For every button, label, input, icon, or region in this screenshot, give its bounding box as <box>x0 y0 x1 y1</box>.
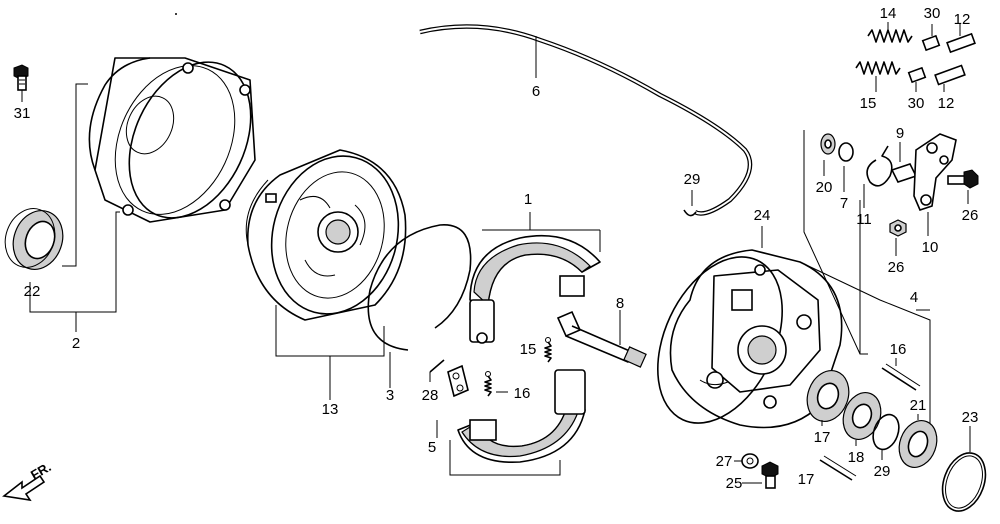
callout-29-upper: 30 <box>924 5 941 22</box>
callout-20: 22 <box>24 283 41 300</box>
leader-1 <box>482 212 601 252</box>
callout-21: 23 <box>962 409 979 426</box>
leader-5 <box>436 420 561 476</box>
bolt-31 <box>13 64 29 102</box>
front-direction-label: FR. <box>28 459 54 482</box>
oil-seal-20 <box>4 208 64 270</box>
plate-5 <box>447 364 469 398</box>
stud-16-lower <box>819 455 857 481</box>
callout-1: 1 <box>524 191 532 208</box>
callout-31: 31 <box>14 105 31 122</box>
cam-shaft-8 <box>556 310 647 368</box>
pin-29-upper <box>921 24 941 52</box>
pin-26 <box>429 359 445 382</box>
washer-25 <box>741 453 759 469</box>
brake-arm-10 <box>913 133 957 236</box>
callout-8: 8 <box>616 295 624 312</box>
callout-11: 11 <box>856 211 872 228</box>
spring-13-lower <box>855 61 901 92</box>
snap-ring-3 <box>367 224 472 388</box>
leader-14 <box>275 305 385 400</box>
callout-25: 27 <box>716 453 733 470</box>
brake-panel-22 <box>657 249 843 429</box>
callout-30: 26 <box>962 207 979 224</box>
spring-15-upper <box>544 337 552 363</box>
callout-2: 2 <box>72 335 80 352</box>
tube-6 <box>419 24 753 216</box>
callout-15-upper: 15 <box>520 341 537 358</box>
seal-19 <box>898 414 938 468</box>
callout-15-lower: 16 <box>514 385 531 402</box>
pin-29-lower <box>907 66 927 92</box>
spring-11 <box>866 145 893 187</box>
leader-22-4 <box>761 226 931 430</box>
washer-18 <box>820 133 836 155</box>
callout-17-a: 17 <box>814 429 831 446</box>
callout-27: 29 <box>874 463 891 480</box>
brake-shoe-lower-5 <box>457 369 586 464</box>
spring-15-lower <box>484 371 492 397</box>
callout-13-lower: 15 <box>860 95 877 112</box>
callout-26: 28 <box>422 387 439 404</box>
circlip-27 <box>872 413 900 460</box>
callout-13-upper: 14 <box>880 5 897 22</box>
spring-13-upper <box>867 22 913 43</box>
callout-4: 4 <box>910 289 918 306</box>
nut-24 <box>889 219 907 256</box>
callout-12-lower: 12 <box>938 95 955 112</box>
callout-19: 21 <box>910 397 927 414</box>
callout-16-upper: 16 <box>890 341 907 358</box>
leader-arm-group <box>803 130 868 355</box>
callout-28: 29 <box>684 171 701 188</box>
front-direction-arrow: FR. <box>2 459 54 502</box>
callout-17-b: 18 <box>848 449 865 466</box>
pin-12-lower <box>934 64 966 92</box>
stud-16-upper <box>881 358 921 391</box>
callout-10: 10 <box>922 239 939 256</box>
callout-9: 9 <box>896 125 904 142</box>
callout-23: 25 <box>726 475 743 492</box>
callout-24: 26 <box>888 259 905 276</box>
bolt-23 <box>761 461 779 489</box>
callout-3: 3 <box>386 387 394 404</box>
callout-14: 13 <box>322 401 339 418</box>
callout-5: 5 <box>428 439 436 456</box>
callout-18: 20 <box>816 179 833 196</box>
brake-drum-14 <box>245 149 407 321</box>
drum-cover-2 <box>88 57 256 223</box>
pin-12-upper <box>946 24 976 54</box>
o-ring-21 <box>941 426 987 512</box>
bolt-30 <box>947 169 979 204</box>
clip-28 <box>683 190 697 217</box>
callout-12-upper: 12 <box>954 11 971 28</box>
indicator-9 <box>890 142 918 183</box>
leader-2-20 <box>29 83 120 332</box>
callout-29-lower: 30 <box>908 95 925 112</box>
callout-16-lower: 17 <box>798 471 815 488</box>
o-ring-7 <box>838 142 854 162</box>
callout-7: 7 <box>840 195 848 212</box>
bearing-17-a <box>806 370 850 426</box>
callout-6: 6 <box>532 83 540 100</box>
brake-shoe-upper-1 <box>469 234 601 344</box>
stray-dot <box>175 13 177 15</box>
callout-22: 24 <box>754 207 771 224</box>
bearing-17-b <box>842 392 882 446</box>
